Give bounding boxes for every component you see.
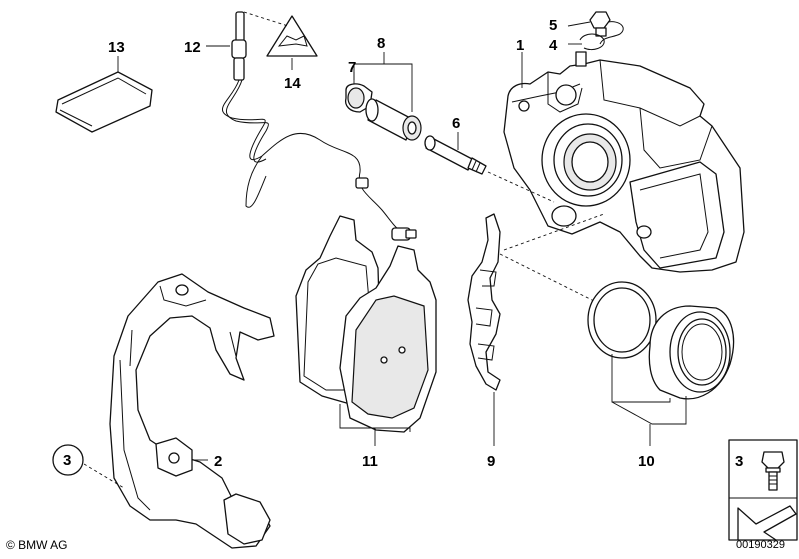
label-11: 11 [362, 453, 378, 470]
brake-pads-11 [295, 215, 437, 446]
label-3: 3 [63, 452, 71, 469]
seal-kit-10 [587, 281, 735, 446]
label-14: 14 [284, 75, 301, 92]
label-9: 9 [487, 453, 495, 470]
label-7: 7 [348, 59, 356, 76]
grease-sachet-13 [55, 56, 153, 133]
legend-label-3: 3 [735, 453, 743, 470]
label-5: 5 [549, 17, 557, 34]
callout-circle-3 [52, 444, 84, 476]
copyright-notice: © BMW AG [6, 538, 68, 552]
leader-3 [83, 463, 125, 489]
label-2: 2 [214, 453, 222, 470]
label-4: 4 [549, 37, 558, 54]
label-8: 8 [377, 35, 385, 52]
guide-bolt-6 [424, 132, 487, 175]
label-10: 10 [638, 453, 655, 470]
caliper-carrier-2 [109, 273, 275, 549]
label-1: 1 [516, 37, 524, 54]
label-13: 13 [108, 39, 125, 56]
wear-sensor-12 [206, 11, 417, 241]
anti-rattle-spring-9 [467, 213, 501, 446]
legend-bolt-box [728, 439, 798, 541]
label-6: 6 [452, 115, 460, 132]
guide-sleeve-8 [344, 52, 422, 141]
alignment-line-guide [487, 171, 555, 203]
caliper-housing-1 [503, 51, 745, 273]
drawing-number: 00190329 [736, 539, 785, 551]
warning-triangle-14 [266, 15, 318, 70]
label-12: 12 [184, 39, 201, 56]
bleeder-valve-4-5 [567, 11, 624, 51]
